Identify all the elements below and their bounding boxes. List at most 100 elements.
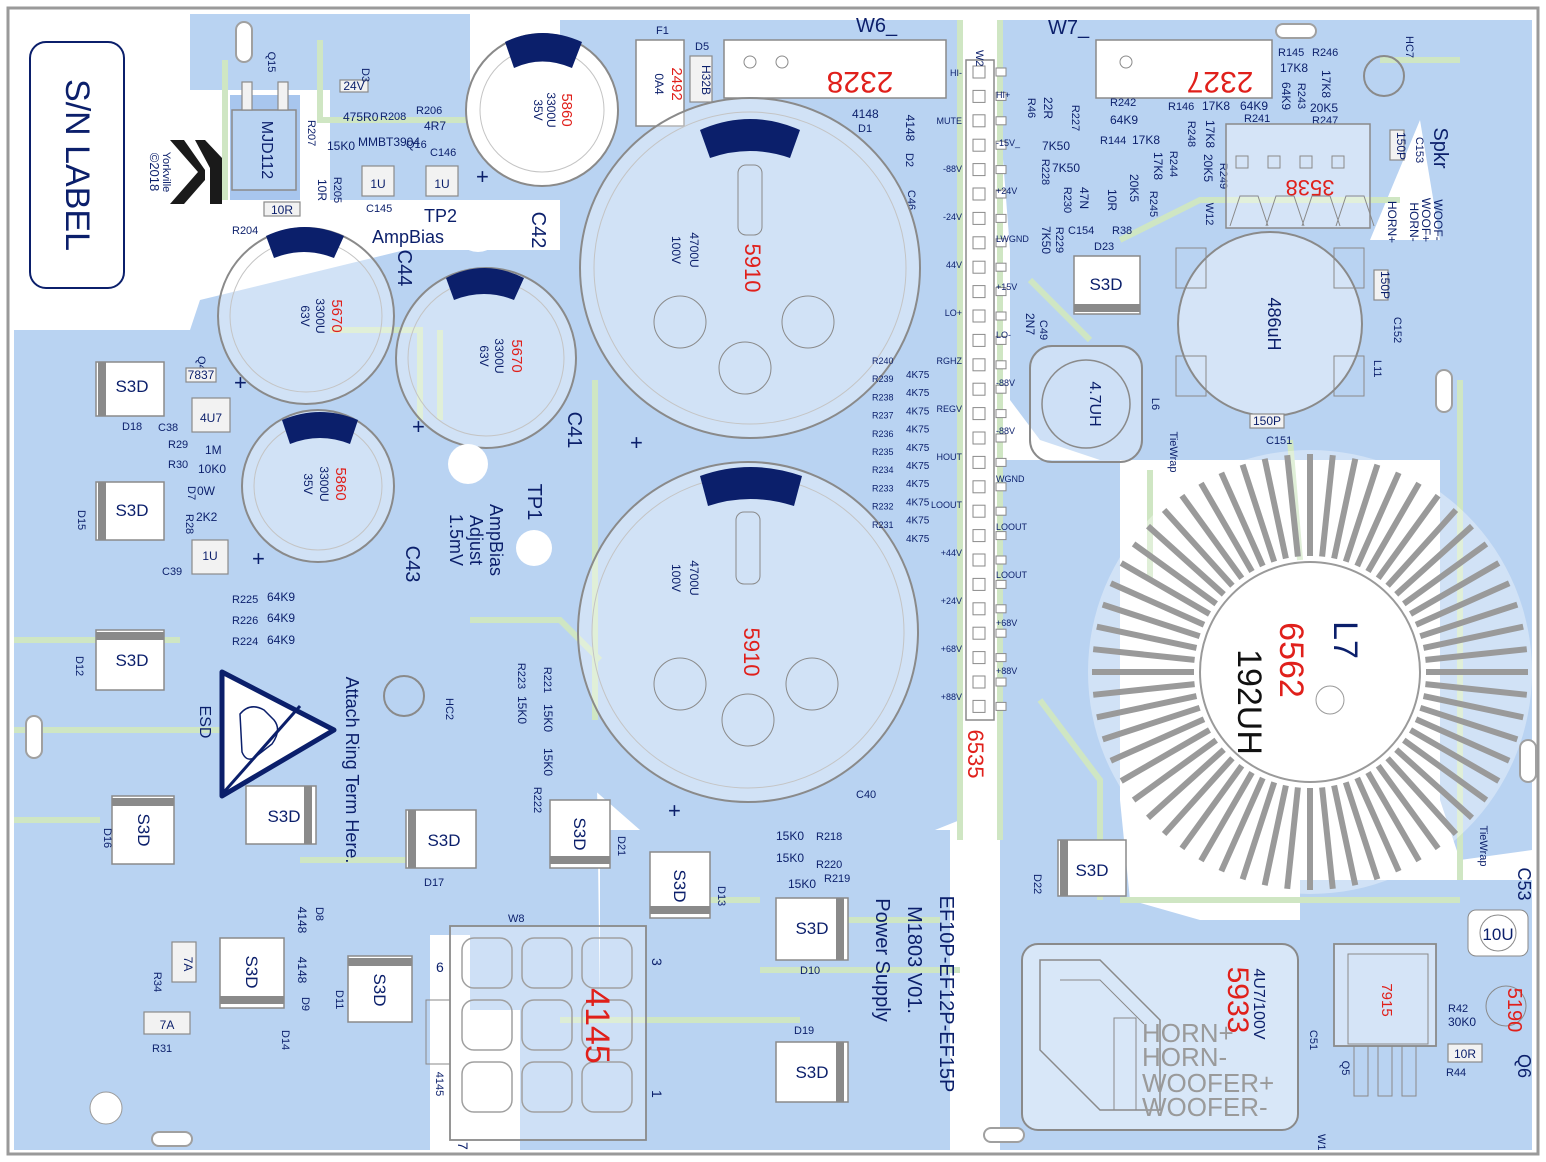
- w2-pin: [972, 187, 986, 201]
- resistor-value: 4K75: [906, 406, 930, 417]
- r246-ref: R246: [1312, 47, 1338, 59]
- c41-value: 3300U: [492, 338, 506, 373]
- c43-value: 3300U: [317, 466, 331, 501]
- c42-ref: C42: [527, 212, 549, 249]
- f1-ref: F1: [656, 25, 669, 37]
- w2-pin-trace: [995, 677, 1007, 687]
- d19-ref: D19: [794, 1025, 814, 1037]
- w2-pin-trace: [995, 409, 1007, 419]
- w2-pin-trace: [995, 67, 1007, 77]
- l7-winding: [1261, 784, 1289, 886]
- w7-ref: W7_: [1048, 17, 1090, 39]
- c53-value: 10U: [1482, 925, 1513, 944]
- r246-value: 17K8: [1319, 70, 1333, 98]
- r220-value: 15K0: [776, 851, 804, 865]
- resistor-value: 4K75: [906, 479, 930, 490]
- w12-label-1: WOOF-: [1431, 199, 1445, 240]
- d15-label: S3D: [115, 501, 148, 520]
- d15-ref: D15: [75, 510, 87, 530]
- c43-ref: C43: [401, 546, 423, 583]
- l7-winding: [1239, 781, 1278, 881]
- copyright-text: ©2018: [147, 153, 162, 192]
- tp1-pad-top: [448, 444, 488, 484]
- w2-pin: [972, 504, 986, 518]
- l7-value: 192UH: [1230, 649, 1268, 755]
- l7-winding: [1365, 481, 1422, 574]
- big-top-value: 4700U: [687, 232, 701, 267]
- l7-winding: [1402, 737, 1489, 803]
- big-top-pn: 5910: [740, 244, 765, 293]
- d18-ref: D18: [122, 421, 142, 433]
- plus-2: +: [412, 414, 425, 439]
- r205-value: 10R: [315, 179, 329, 201]
- d8-ref: D8: [313, 907, 325, 921]
- tp1-desc-2: Adjust: [466, 515, 486, 565]
- c145-ref: C145: [366, 203, 392, 215]
- r249-value: 20K5: [1201, 154, 1215, 182]
- l6-ref: L6: [1149, 398, 1161, 410]
- l7-winding: [1179, 764, 1245, 851]
- c53-ref: C53: [1514, 867, 1534, 900]
- r241-value: 64K9: [1240, 99, 1268, 113]
- d9-value: 4148: [295, 957, 309, 984]
- w2-left-label: REGV: [936, 404, 962, 414]
- l7-winding: [1131, 541, 1218, 607]
- w2-pin-trace: [995, 335, 1007, 345]
- regulator-q5: 7915 Q5: [1333, 943, 1437, 1097]
- sn-label-text: S/N LABEL: [58, 79, 96, 251]
- w2-pin: [972, 577, 986, 591]
- w2-pin: [972, 333, 986, 347]
- tp1-desc-3: 1.5mV: [446, 514, 466, 566]
- r44-ref: R44: [1446, 1067, 1466, 1079]
- r228-value: 7K50: [1052, 161, 1080, 175]
- resistor-value: 4K75: [906, 497, 930, 508]
- r218-r220: 15K0 R218 15K0 R220 15K0 R219: [776, 829, 850, 891]
- l11-ref: L11: [1371, 360, 1383, 378]
- brand-text: Yorkville: [160, 152, 172, 193]
- l7-winding: [1375, 764, 1441, 851]
- capacitor-big-top: 5910 4700U 100V: [579, 97, 921, 439]
- r220-ref: R220: [816, 859, 842, 871]
- connector-w8: W8 4145 4145 6 3 7 1: [425, 913, 665, 1150]
- w2-pin-trace: [995, 482, 1007, 492]
- w2-pin: [972, 407, 986, 421]
- w2-pin: [972, 553, 986, 567]
- w2-pin-trace: [995, 165, 1007, 175]
- q16-value: MMBT3904: [358, 135, 420, 149]
- l7-winding: [1101, 601, 1201, 640]
- w2-pin-trace: [995, 531, 1007, 541]
- r218-value: 15K0: [776, 829, 804, 843]
- r221-ref: R221: [541, 667, 553, 693]
- board-title-line1: EF10P-EF12P-EF15P: [935, 896, 957, 1093]
- r219-ref: R219: [824, 873, 850, 885]
- c44-ref: C44: [393, 250, 415, 287]
- w12-pn: 3538: [1286, 175, 1335, 200]
- q15-value: MJD112: [258, 121, 275, 179]
- d19-label: S3D: [795, 1063, 828, 1082]
- r222-value: 15K0: [541, 748, 555, 776]
- w2-left-label: LO+: [945, 308, 962, 318]
- big-bottom-pn: 5910: [739, 628, 764, 677]
- l7-winding: [1198, 770, 1255, 863]
- q4-ref: Q4: [195, 356, 207, 371]
- big-bottom-voltage: 100V: [669, 564, 683, 592]
- yorkville-logo: [166, 136, 222, 204]
- r241-ref: R241: [1244, 113, 1270, 125]
- tie-wrap-2: TieWrap: [1477, 826, 1489, 867]
- capacitor-c41: 5670 3300U 63V C41: [395, 267, 585, 449]
- l7-winding: [1239, 463, 1278, 563]
- r30-value: 10K0: [198, 462, 226, 476]
- q5-value: 7915: [1378, 983, 1395, 1016]
- w2-left-label: 44V: [946, 260, 962, 270]
- d1-value: 4148: [852, 107, 879, 121]
- w2-right-label: LO-: [996, 330, 1011, 340]
- resistor-value: 4K75: [906, 388, 930, 399]
- d17-label: S3D: [427, 831, 460, 850]
- w8-pin-7: 7: [455, 1142, 471, 1150]
- resistor-value: 4K75: [906, 461, 930, 472]
- r227-value: 7K50: [1042, 139, 1070, 153]
- c49-ref: C49: [1037, 320, 1049, 340]
- l7-winding: [1092, 646, 1195, 663]
- c38-ref: C38: [158, 422, 178, 434]
- w2-right-label: LOOUT: [996, 522, 1028, 532]
